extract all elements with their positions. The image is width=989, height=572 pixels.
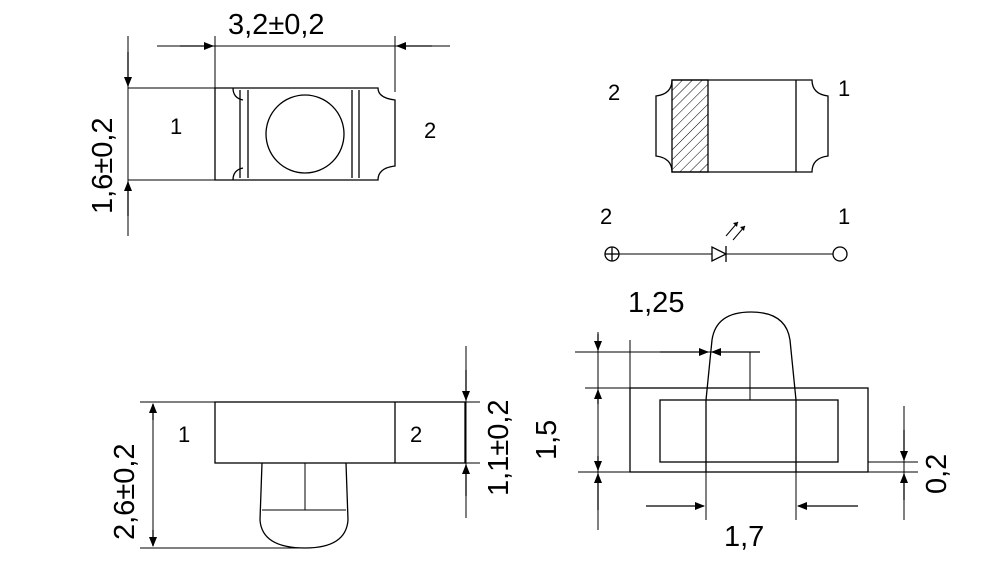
end-view: 1,25 1,5 0,2 1,7 <box>531 287 953 553</box>
end-lens-dome <box>705 311 797 472</box>
dim-pad: 0,2 <box>921 454 953 494</box>
side-pin-2: 2 <box>410 422 422 447</box>
dim-height: 1,5 <box>531 420 563 460</box>
symbol-pin-1: 1 <box>838 204 850 229</box>
side-pin-1: 1 <box>178 422 190 447</box>
end-body-inner <box>659 399 839 463</box>
end-body-outer <box>629 387 869 473</box>
dim-length: 3,2±0,2 <box>228 9 325 41</box>
top-body-outline <box>214 87 396 181</box>
cathode-mark-hatch <box>671 79 709 173</box>
top-pin-1: 1 <box>170 114 182 139</box>
top-view: 3,2±0,2 1,6±0,2 1 2 <box>87 9 450 236</box>
top-pad-notch-left <box>232 87 244 181</box>
dim-total-height: 2,6±0,2 <box>109 443 141 540</box>
diode-triangle <box>711 245 728 263</box>
dim-width: 1,6±0,2 <box>87 117 119 214</box>
top-lens-circle <box>265 94 345 174</box>
side-body <box>214 401 466 464</box>
dim-body-height: 1,1±0,2 <box>483 399 515 496</box>
side-lens-dome <box>259 462 349 549</box>
symbol-terminal-right <box>832 246 848 262</box>
symbol-pin-2: 2 <box>600 204 612 229</box>
dim-width-end: 1,7 <box>724 521 764 553</box>
dim-lens: 1,25 <box>628 287 684 319</box>
package-pin-2: 2 <box>608 80 620 105</box>
led-symbol: 2 1 <box>600 204 850 263</box>
package-outline <box>655 79 829 173</box>
top-pin-2: 2 <box>424 118 436 143</box>
package-pin-1: 1 <box>838 76 850 101</box>
side-view: 2,6±0,2 1,1±0,2 1 2 <box>109 346 515 549</box>
package-view: 2 1 <box>608 76 850 173</box>
